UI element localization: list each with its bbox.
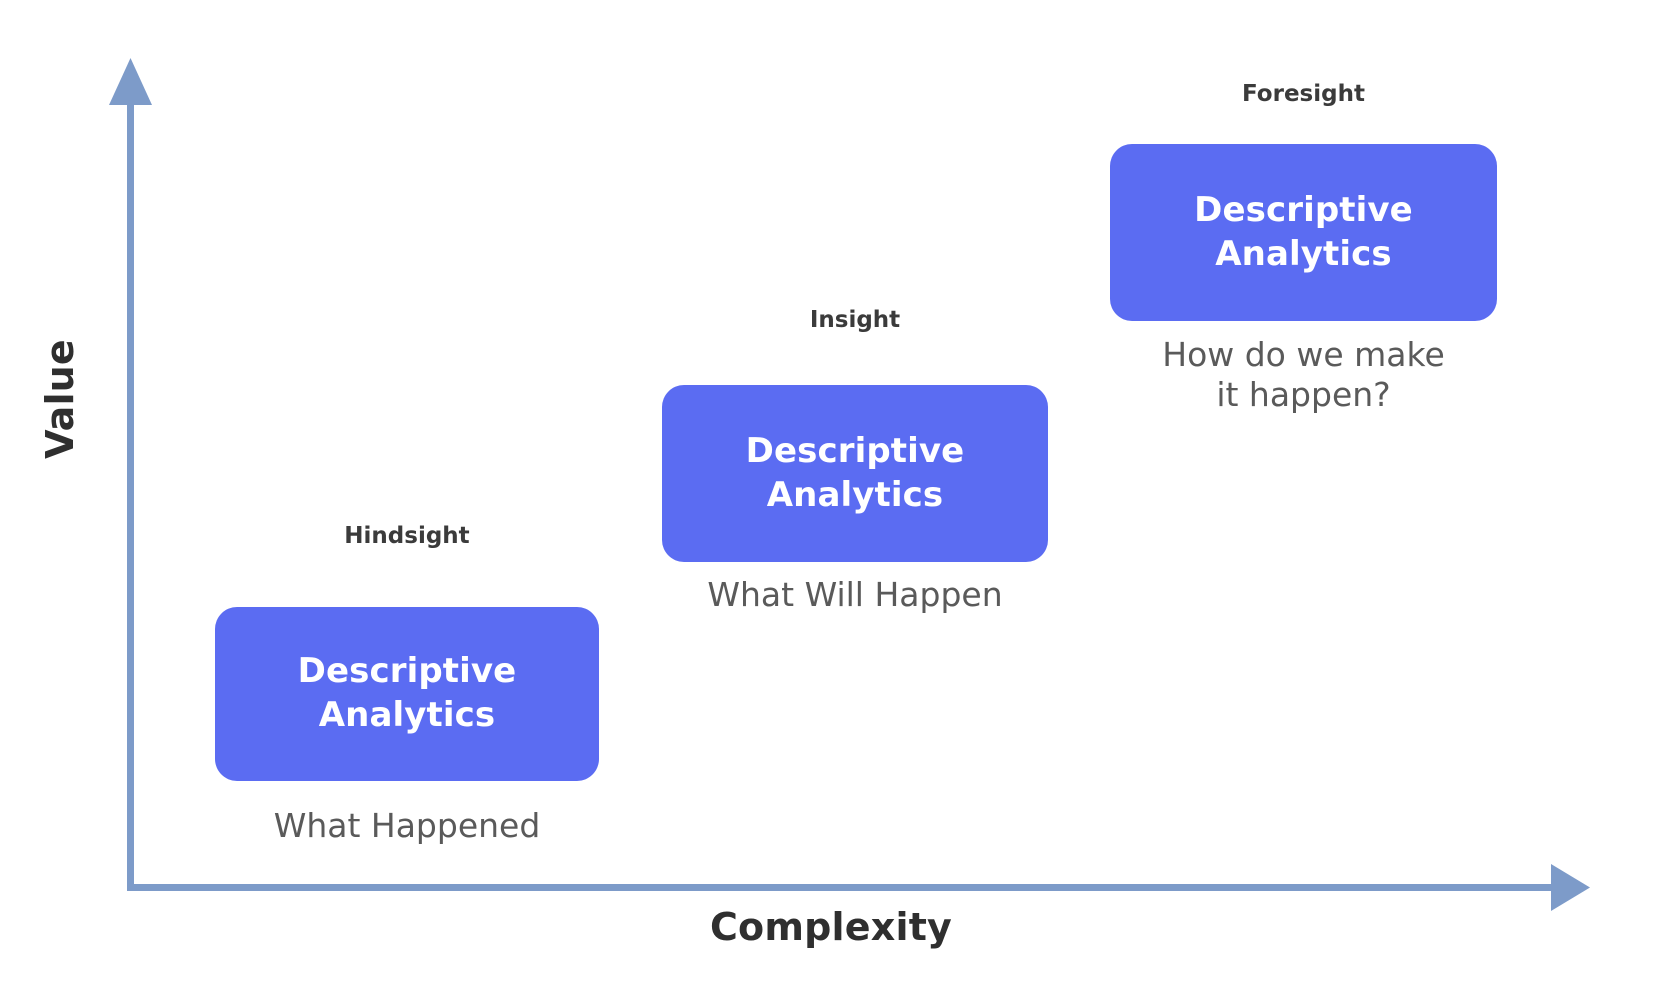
y-axis-line bbox=[127, 88, 134, 891]
stage-caption-line1-foresight: How do we make bbox=[1162, 335, 1445, 374]
stage-heading-hindsight: Hindsight bbox=[344, 523, 470, 549]
stage-box-line1-hindsight: Descriptive bbox=[297, 651, 517, 692]
stage-box-line1-insight: Descriptive bbox=[745, 430, 965, 471]
x-axis-right-arrow-icon bbox=[1551, 864, 1590, 911]
y-axis-up-arrow-icon bbox=[109, 58, 152, 105]
stage-caption-hindsight: What Happened bbox=[215, 806, 599, 846]
stage-box-foresight[interactable]: Descriptive Analytics bbox=[1110, 144, 1497, 321]
stage-heading-insight: Insight bbox=[809, 307, 901, 333]
stage-box-line1-foresight: Descriptive bbox=[1194, 189, 1413, 230]
stage-caption-line2-foresight: it happen? bbox=[1216, 375, 1391, 415]
stage-box-line2-hindsight: Analytics bbox=[318, 695, 496, 735]
stage-caption-foresight: How do we make it happen? bbox=[1110, 335, 1497, 416]
stage-box-line2-foresight: Analytics bbox=[1215, 233, 1392, 274]
stage-caption-insight: What Will Happen bbox=[662, 575, 1048, 615]
stage-box-label-insight: Descriptive Analytics bbox=[728, 430, 983, 517]
stage-box-label-foresight: Descriptive Analytics bbox=[1176, 189, 1431, 276]
y-axis-title: Value bbox=[38, 339, 82, 459]
x-axis-title: Complexity bbox=[709, 905, 953, 949]
stage-box-label-hindsight: Descriptive Analytics bbox=[280, 650, 535, 737]
stage-heading-foresight: Foresight bbox=[1242, 81, 1365, 107]
stage-caption-line1-insight: What Will Happen bbox=[707, 575, 1003, 614]
stage-caption-line1-hindsight: What Happened bbox=[273, 806, 541, 845]
x-axis-line bbox=[127, 884, 1557, 891]
stage-box-line2-insight: Analytics bbox=[766, 474, 944, 515]
stage-box-hindsight[interactable]: Descriptive Analytics bbox=[215, 607, 599, 781]
stage-box-insight[interactable]: Descriptive Analytics bbox=[662, 385, 1048, 562]
